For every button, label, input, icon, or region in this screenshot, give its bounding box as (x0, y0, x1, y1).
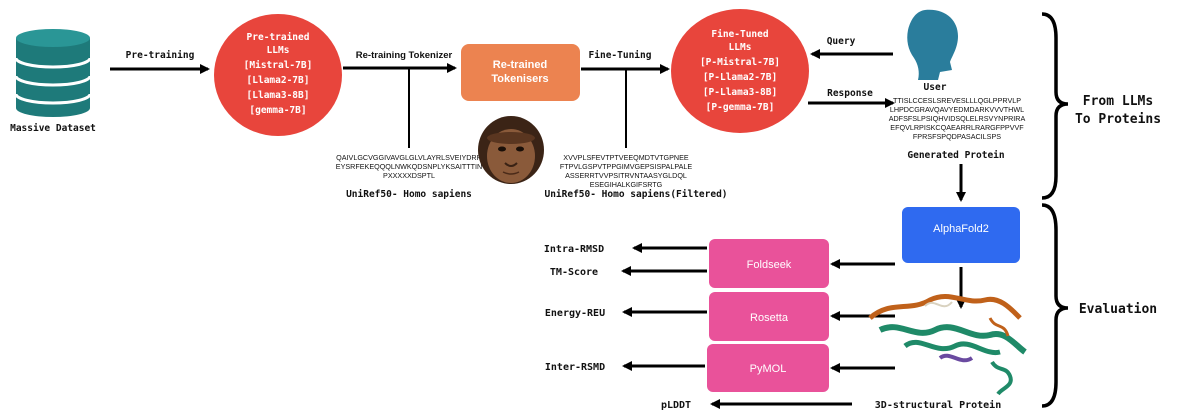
sequence-line: XVVPLSFEVTPTVEEQMDTVTGPNEE (563, 153, 689, 162)
query-label: Query (827, 36, 856, 47)
sequence-line: EYSRFEKEQQQLNWKQDSNPLYKSAITTTIN (336, 162, 482, 171)
uniref-filtered-label: UniRef50- Homo sapiens(Filtered) (544, 189, 727, 200)
finetuned-line: Fine-Tuned (711, 29, 768, 40)
top-section-title: To Proteins (1075, 112, 1161, 127)
user-silhouette-icon (907, 9, 958, 81)
sequence-line: FPRSFSPQDPASACILSPS (913, 132, 1001, 141)
generated-protein-sequence: TTISLCCESLSREVESLLLQGLPPRVLP LHPDCGRAVQA… (889, 96, 1026, 141)
pretrained-line: Pre-trained (247, 32, 310, 43)
plddt-label: pLDDT (661, 400, 691, 411)
pretrained-line: [Mistral-7B] (244, 60, 313, 71)
sequence-line: EFQVLRPISKCQAEARRLRARGFPPVVF (890, 123, 1024, 132)
top-section-brace (1041, 12, 1069, 200)
sequence-line: PXXXXXDSPTL (383, 171, 435, 180)
retraining-tokenizer-label: Re-training Tokenizer (356, 50, 453, 61)
intra-rmsd-label: Intra-RMSD (544, 244, 604, 255)
finetuned-llms-node (671, 9, 809, 133)
inter-rsmd-label: Inter-RSMD (545, 362, 605, 373)
alphafold-node (902, 207, 1020, 263)
pretrained-line: [Llama3-8B] (247, 90, 310, 101)
tokenisers-node (461, 44, 580, 101)
sequence-line: ASSERRTVVPSITRVNTAASYGLDQL (565, 171, 687, 180)
tokenisers-line: Re-trained (493, 59, 547, 71)
pretrained-line: [gemma-7B] (249, 105, 306, 116)
pymol-label: PyMOL (750, 363, 787, 375)
pymol-node (707, 344, 829, 392)
uniref-filtered-sequence: XVVPLSFEVTPTVEEQMDTVTGPNEE FTPVLGSPVTPPG… (560, 153, 693, 189)
alphafold-label: AlphaFold2 (933, 223, 989, 235)
pretrained-llms-labels: Pre-trained LLMs [Mistral-7B] [Llama2-7B… (244, 32, 313, 116)
finetuned-llms-labels: Fine-Tuned LLMs [P-Mistral-7B] [P-Llama2… (700, 29, 780, 113)
rosetta-node (709, 292, 829, 341)
finetuned-line: LLMs (729, 42, 752, 53)
uniref-homo-sequence: QAIVLGCVGGIVAVGLGLVLAYRLSVEIYDRR EYSRFEK… (336, 153, 482, 180)
sequence-line: TTISLCCESLSREVESLLLQGLPPRVLP (893, 96, 1021, 105)
pretrained-llms-node (214, 14, 342, 136)
protein-structure-icon (868, 294, 1027, 396)
response-label: Response (827, 88, 873, 99)
tm-score-label: TM-Score (550, 267, 598, 278)
sequence-line: FTPVLGSPVTPPGIMVGEPSISPALPALE (560, 162, 693, 171)
bottom-section-brace (1041, 203, 1069, 408)
finetuned-line: [P-Llama2-7B] (703, 72, 777, 83)
pretrained-line: [Llama2-7B] (247, 75, 310, 86)
sequence-line: QAIVLGCVGGIVAVGLGLVLAYRLSVEIYDRR (336, 153, 482, 162)
top-section-title: From LLMs (1083, 94, 1153, 109)
rosetta-label: Rosetta (750, 312, 789, 324)
foldseek-node (709, 239, 829, 288)
finetuned-line: [P-gemma-7B] (706, 102, 775, 113)
sequence-line: ESEGIHALKGIFSRTG (590, 180, 663, 189)
database-icon (14, 29, 92, 117)
structural-protein-label: 3D-structural Protein (875, 399, 1001, 411)
foldseek-label: Foldseek (747, 259, 792, 271)
pretrained-line: LLMs (267, 45, 290, 56)
sequence-line: ADFSFSLPSIQHVIDSQLELRSVYNPRIRA (889, 114, 1026, 123)
finetuned-line: [P-Llama3-8B] (703, 87, 777, 98)
early-human-face-icon (478, 116, 544, 184)
finetuned-line: [P-Mistral-7B] (700, 57, 780, 68)
finetuning-label: Fine-Tuning (589, 50, 652, 61)
generated-protein-label: Generated Protein (907, 150, 1004, 161)
pretraining-label: Pre-training (126, 50, 195, 61)
bottom-section-title: Evaluation (1079, 302, 1157, 317)
energy-reu-label: Energy-REU (545, 308, 605, 319)
dataset-label: Massive Dataset (10, 123, 96, 134)
sequence-line: LHPDCGRAVQAVYEDMDARKVVVTHWL (890, 105, 1024, 114)
tokenisers-line: Tokenisers (491, 73, 548, 85)
user-label: User (924, 82, 947, 93)
uniref-homo-label: UniRef50- Homo sapiens (346, 189, 472, 200)
